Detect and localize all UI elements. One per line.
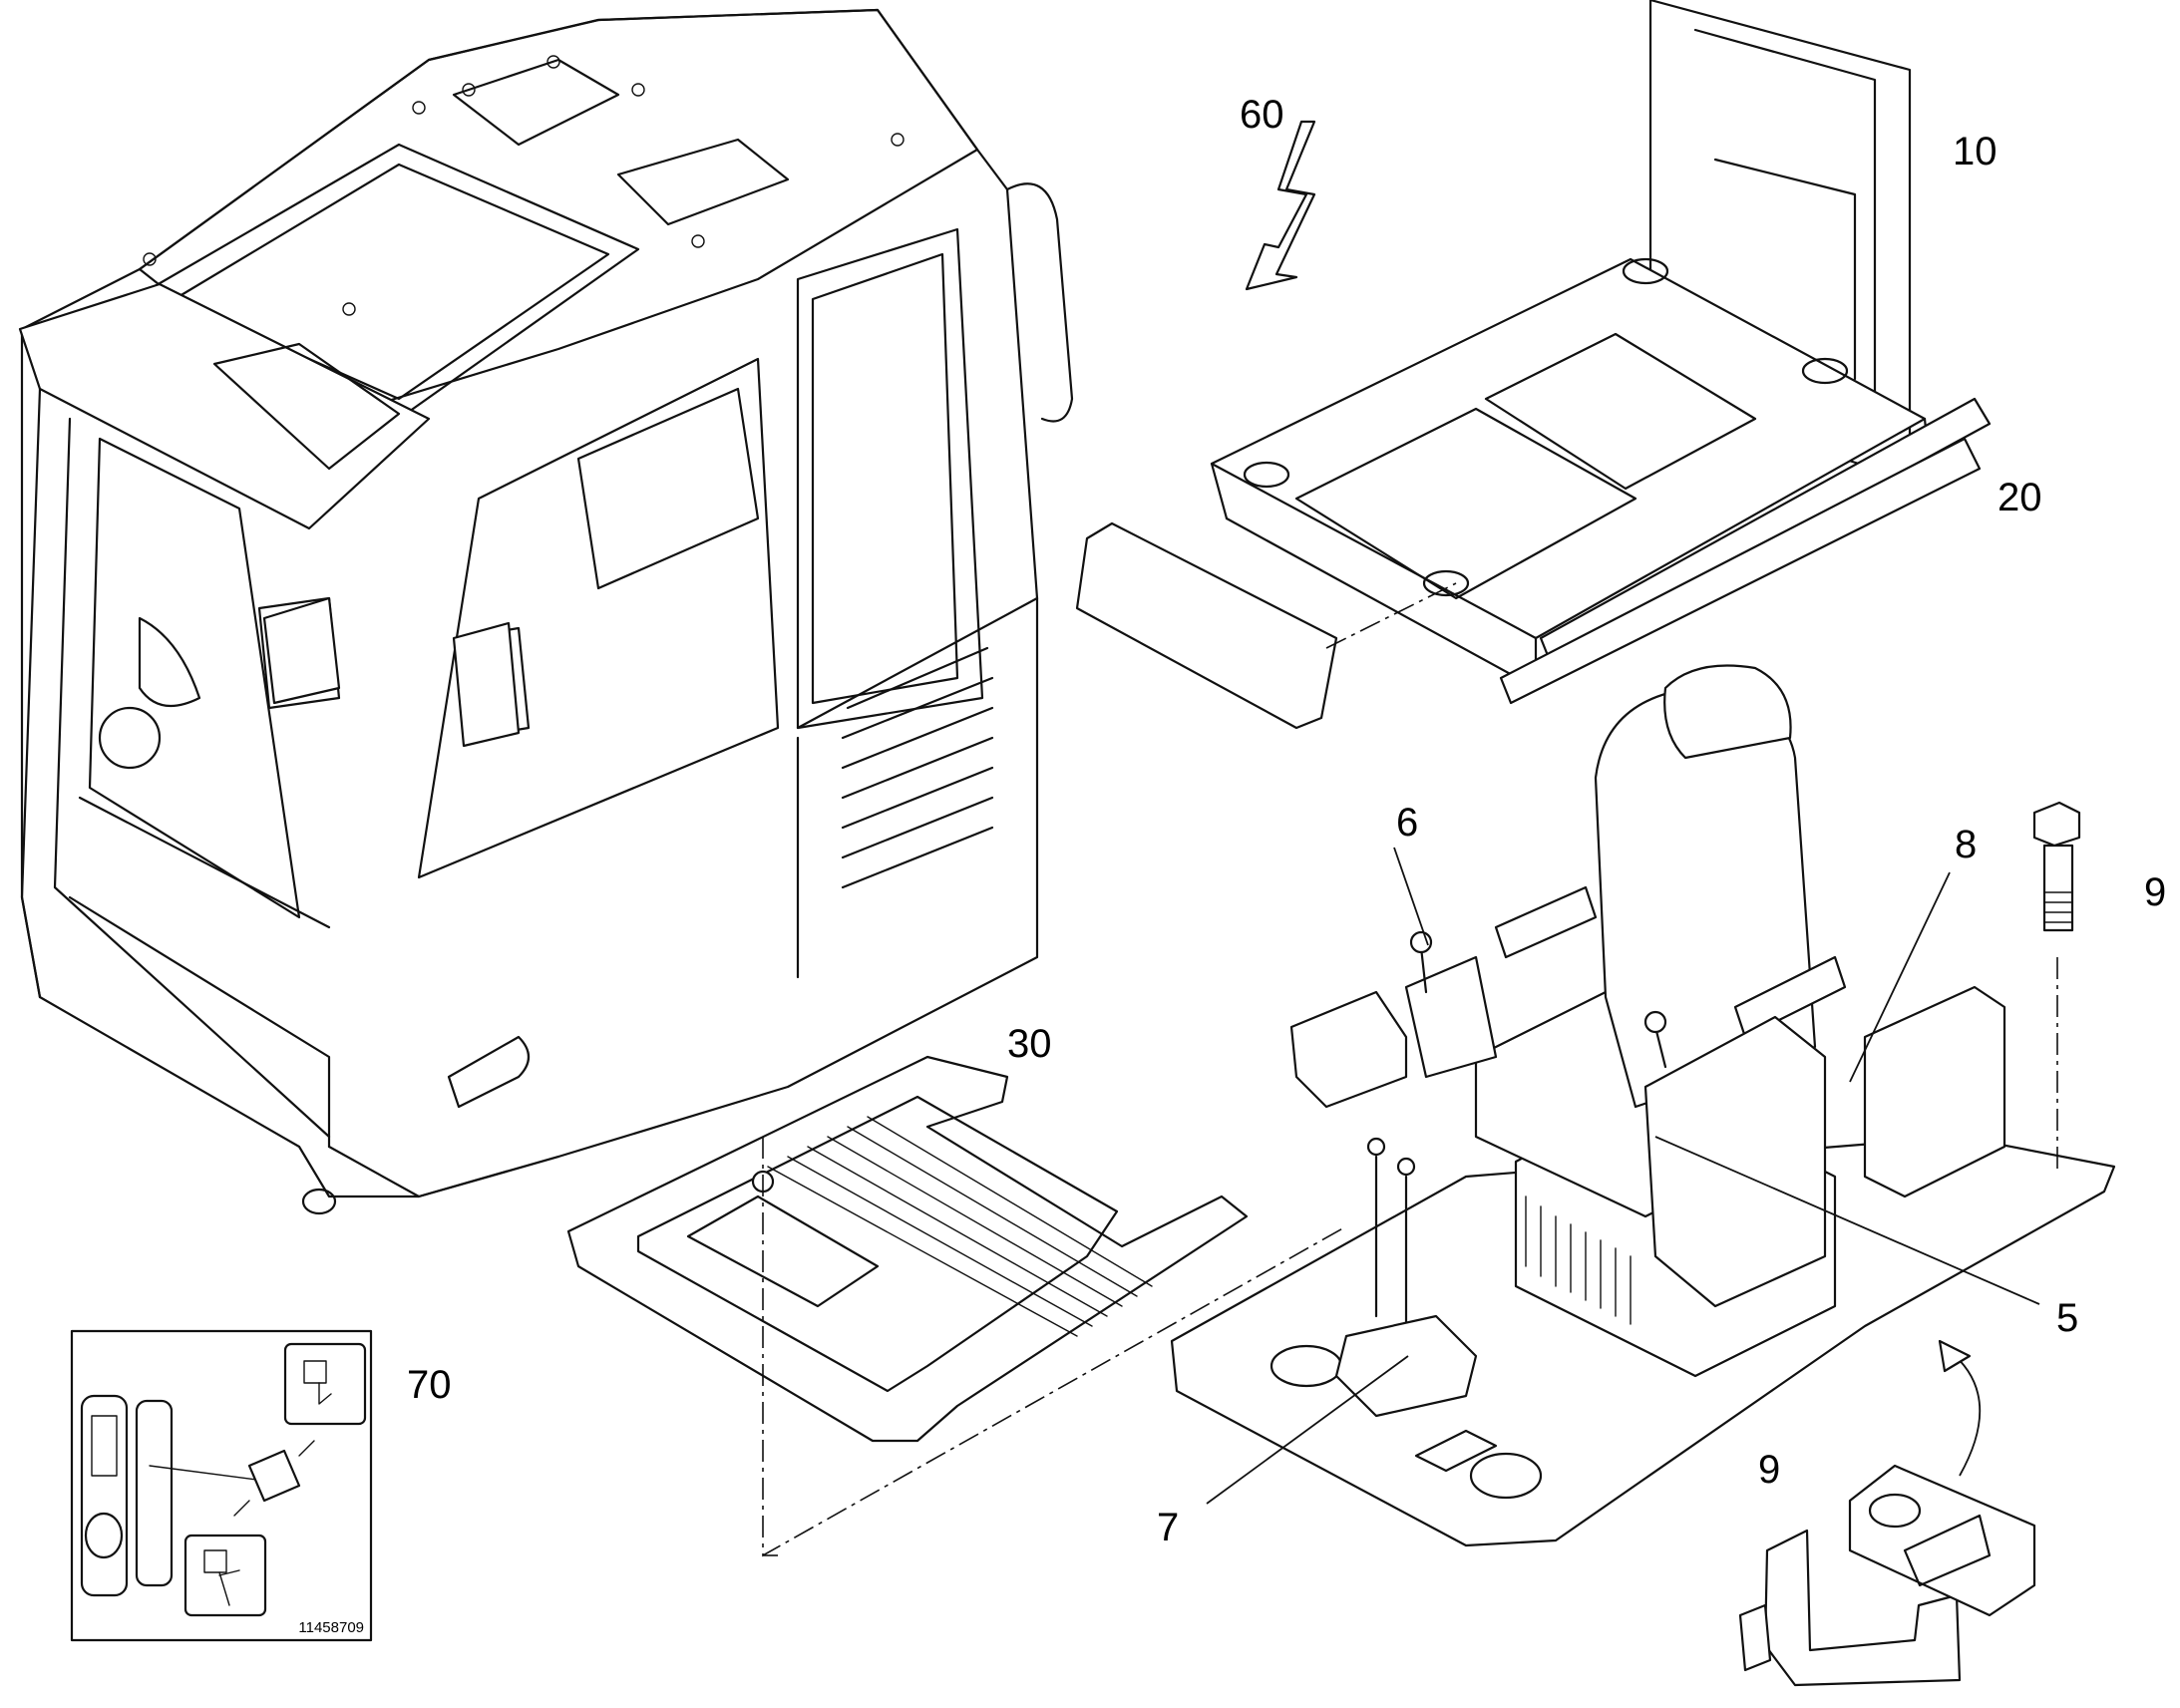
- callout-20: 20: [1998, 476, 2042, 519]
- cab-assembly: [18, 8, 1074, 1215]
- operator-seat-assembly: [1170, 664, 2116, 1547]
- cab-frame: [1075, 0, 1992, 730]
- floor-mat: [566, 1055, 1249, 1443]
- bracket: [1738, 1464, 2036, 1687]
- callout-7: 7: [1157, 1506, 1179, 1549]
- bolt: [2032, 801, 2081, 932]
- callout-9-bracket: 9: [1758, 1448, 1780, 1492]
- inset-panel: 11458709: [70, 1329, 373, 1642]
- callout-8: 8: [1955, 823, 1977, 866]
- callout-70: 70: [407, 1363, 452, 1407]
- lightning-bolt-icon: [1245, 120, 1316, 291]
- inset-reference-number: 11458709: [298, 1619, 364, 1636]
- callout-5: 5: [2056, 1296, 2078, 1340]
- callout-60: 60: [1240, 93, 1284, 137]
- callout-9-bolt: 9: [2144, 870, 2166, 914]
- callout-30: 30: [1007, 1022, 1052, 1066]
- callout-6: 6: [1396, 801, 1418, 845]
- callout-10: 10: [1953, 130, 1998, 173]
